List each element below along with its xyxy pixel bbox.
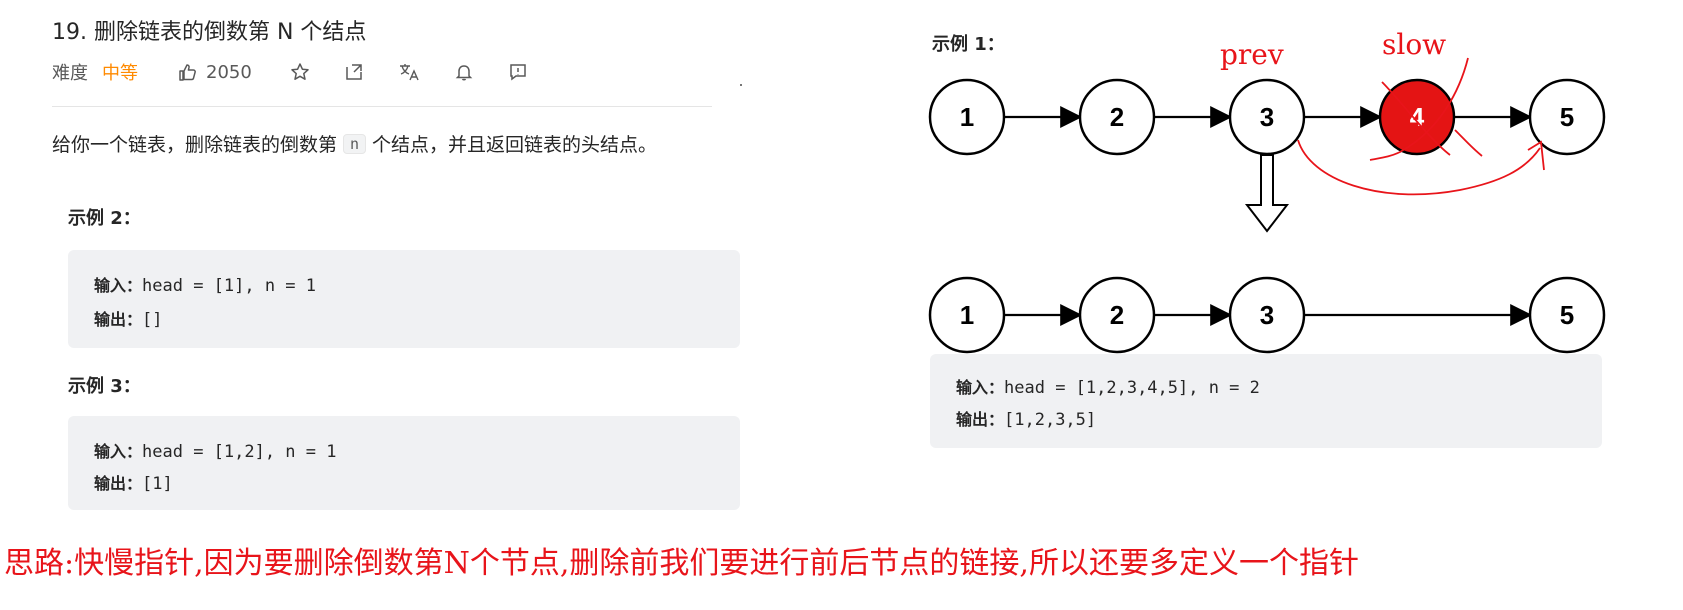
translate-button[interactable] (398, 62, 420, 82)
example-3-title: 示例 3： (68, 376, 141, 397)
input-label: 输入： (94, 442, 143, 461)
description-text-start: 给你一个链表，删除链表的倒数第 (52, 134, 338, 156)
strike-mark (1369, 57, 1469, 161)
problem-description: 给你一个链表，删除链表的倒数第 n 个结点，并且返回链表的头结点。 (52, 130, 657, 157)
thumbs-up-icon (179, 64, 196, 81)
favorite-button[interactable] (290, 62, 310, 82)
list-node: 2 (1078, 276, 1156, 354)
svg-text:3: 3 (1260, 102, 1274, 132)
example-3-box: 输入：head = [1,2], n = 1 输出：[1] (68, 416, 740, 510)
output-label: 输出： (94, 474, 143, 493)
list-node: 5 (1528, 78, 1606, 156)
bell-icon (455, 65, 473, 81)
slow-annotation: slow (1382, 30, 1446, 61)
linked-list-diagram: 1 2 3 4 5 prev slow 1 2 3 5 (928, 30, 1606, 354)
list-node: 3 (1228, 78, 1306, 156)
like-button[interactable]: 2050 (178, 62, 252, 83)
input-value: head = [1,2], n = 1 (142, 442, 337, 462)
bypass-arrowhead (1527, 140, 1545, 171)
header-divider (52, 106, 712, 107)
stray-dot (740, 84, 742, 86)
share-icon (346, 64, 362, 80)
output-label: 输出： (94, 310, 143, 329)
example-2-output: 输出：[] (94, 306, 163, 330)
example-2-box: 输入：head = [1], n = 1 输出：[] (68, 250, 740, 348)
example-1-output: 输出：[1,2,3,5] (956, 406, 1096, 430)
example-2-title: 示例 2： (68, 208, 141, 229)
example-3-input: 输入：head = [1,2], n = 1 (94, 438, 336, 462)
example-1-input: 输入：head = [1,2,3,4,5], n = 2 (956, 374, 1260, 398)
notify-button[interactable] (454, 62, 474, 82)
feedback-icon (510, 64, 526, 81)
like-count: 2050 (206, 61, 252, 83)
svg-text:2: 2 (1110, 102, 1124, 132)
description-inline-code: n (343, 133, 367, 154)
analysis-note: 思路:快慢指针,因为要删除倒数第N个节点,删除前我们要进行前后节点的链接,所以还… (4, 546, 1359, 581)
svg-text:5: 5 (1560, 102, 1574, 132)
input-value: head = [1,2,3,4,5], n = 2 (1004, 378, 1260, 398)
example-1-title: 示例 1： (932, 34, 1005, 55)
removed-node: 4 (1378, 78, 1456, 156)
description-text-end: 个结点，并且返回链表的头结点。 (372, 134, 658, 156)
feedback-button[interactable] (508, 62, 528, 82)
svg-text:4: 4 (1410, 102, 1425, 132)
list-node: 1 (928, 78, 1006, 156)
bypass-arrow (1297, 139, 1541, 196)
input-label: 输入： (956, 378, 1005, 397)
list-node: 2 (1078, 78, 1156, 156)
svg-text:1: 1 (960, 102, 974, 132)
input-label: 输入： (94, 276, 143, 295)
input-value: head = [1], n = 1 (142, 276, 317, 296)
output-value: [1,2,3,5] (1004, 410, 1097, 430)
example-2-input: 输入：head = [1], n = 1 (94, 272, 316, 296)
star-icon (291, 63, 309, 80)
prev-annotation: prev (1220, 38, 1284, 71)
list-node: 5 (1528, 276, 1606, 354)
problem-meta-row: 难度 中等 2050 (52, 58, 562, 86)
svg-text:1: 1 (960, 300, 974, 330)
strike-mark (1381, 81, 1451, 156)
svg-text:3: 3 (1260, 300, 1274, 330)
example-1-box: 输入：head = [1,2,3,4,5], n = 2 输出：[1,2,3,5… (930, 354, 1602, 448)
difficulty-badge: 中等 (102, 63, 138, 84)
example-3-output: 输出：[1] (94, 470, 173, 494)
difficulty-label: 难度 (52, 63, 88, 84)
translate-icon (399, 64, 419, 81)
list-node: 3 (1228, 276, 1306, 354)
svg-text:5: 5 (1560, 300, 1574, 330)
problem-title: 19. 删除链表的倒数第 N 个结点 (52, 20, 367, 45)
list-node: 1 (928, 276, 1006, 354)
transform-arrow-icon (1244, 154, 1290, 233)
share-button[interactable] (344, 62, 364, 82)
strike-mark (1454, 129, 1483, 157)
output-value: [] (142, 310, 163, 330)
output-value: [1] (142, 474, 173, 494)
svg-text:2: 2 (1110, 300, 1124, 330)
output-label: 输出： (956, 410, 1005, 429)
